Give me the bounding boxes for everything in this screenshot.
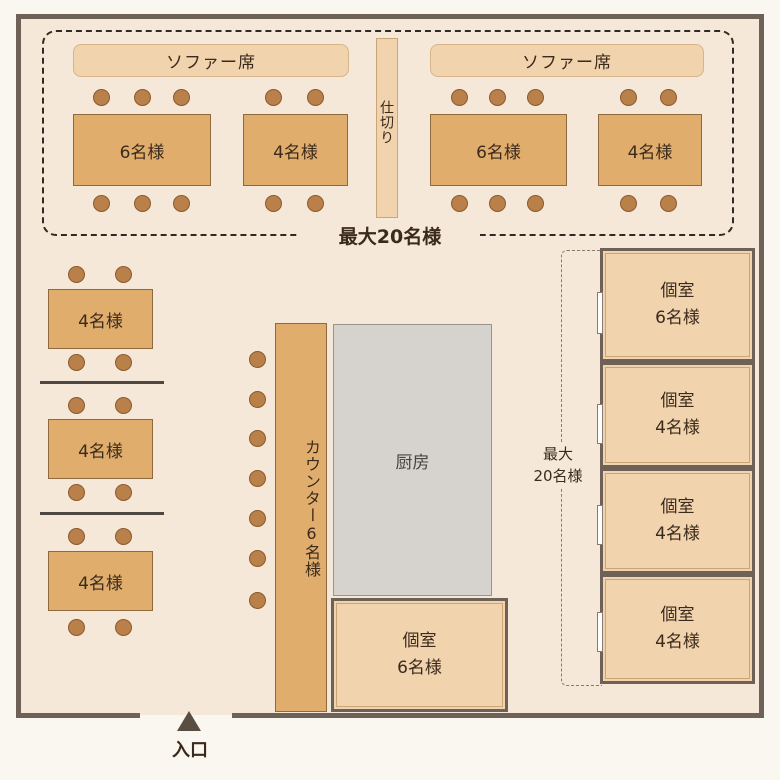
room-door[interactable]: [597, 404, 603, 444]
chair: [307, 89, 324, 106]
left-table-3[interactable]: 4名様: [48, 551, 153, 611]
chair: [68, 397, 85, 414]
chair: [527, 195, 544, 212]
private-zone-capacity-line1: 最大: [542, 445, 573, 463]
chair: [451, 195, 468, 212]
partition: [376, 38, 398, 218]
room-door[interactable]: [597, 292, 603, 334]
chair: [115, 354, 132, 371]
chair: [115, 397, 132, 414]
room-capacity: 4名様: [655, 632, 700, 652]
room-capacity: 4名様: [655, 524, 700, 544]
room-title: 個室: [660, 281, 695, 301]
counter: [275, 323, 327, 712]
chair: [620, 195, 637, 212]
private-zone-capacity: 最大 20名様: [523, 443, 593, 487]
sofa-table-2[interactable]: 4名様: [243, 114, 348, 186]
chair: [307, 195, 324, 212]
chair: [527, 89, 544, 106]
entrance-label: 入口: [172, 740, 208, 761]
sofa-table-3[interactable]: 6名様: [430, 114, 567, 186]
table-divider: [40, 381, 164, 384]
partition-label: 仕切り: [378, 100, 394, 145]
room-title: 個室: [660, 497, 695, 517]
private-room-1[interactable]: 個室 6名様: [600, 248, 755, 362]
room-door[interactable]: [597, 612, 603, 652]
room-capacity: 4名様: [655, 418, 700, 438]
room-title: 個室: [660, 605, 695, 625]
wall-top: [16, 14, 764, 19]
chair: [68, 619, 85, 636]
chair: [620, 89, 637, 106]
chair: [660, 89, 677, 106]
chair: [173, 89, 190, 106]
room-title: 個室: [660, 391, 695, 411]
chair: [134, 195, 151, 212]
sofa-zone-capacity: 最大20名様: [300, 225, 480, 249]
private-zone-capacity-line2: 20名様: [533, 467, 583, 485]
private-room-3[interactable]: 個室 4名様: [600, 468, 755, 574]
private-room-4[interactable]: 個室 4名様: [600, 574, 755, 684]
room-door[interactable]: [597, 505, 603, 545]
sofa-table-4[interactable]: 4名様: [598, 114, 702, 186]
sofa-table-1[interactable]: 6名様: [73, 114, 211, 186]
table-divider: [40, 512, 164, 515]
chair: [68, 484, 85, 501]
counter-label: カウンター6名様: [302, 438, 321, 578]
private-room-2[interactable]: 個室 4名様: [600, 362, 755, 468]
counter-stool: [249, 351, 266, 368]
wall-bottom-right: [232, 713, 764, 718]
wall-bottom-left: [16, 713, 140, 718]
room-title: 個室: [402, 631, 437, 651]
chair: [68, 266, 85, 283]
left-table-1[interactable]: 4名様: [48, 289, 153, 349]
chair: [115, 266, 132, 283]
chair: [68, 528, 85, 545]
chair: [660, 195, 677, 212]
bottom-private-room[interactable]: 個室 6名様: [331, 598, 508, 712]
counter-stool: [249, 470, 266, 487]
counter-stool: [249, 391, 266, 408]
room-capacity: 6名様: [655, 308, 700, 328]
wall-right: [759, 14, 764, 718]
kitchen: 厨房: [333, 324, 492, 596]
kitchen-label: 厨房: [395, 452, 430, 473]
chair: [489, 195, 506, 212]
chair: [93, 195, 110, 212]
counter-stool: [249, 592, 266, 609]
entrance-arrow-icon[interactable]: [176, 710, 202, 732]
left-table-2[interactable]: 4名様: [48, 419, 153, 479]
counter-stool: [249, 510, 266, 527]
chair: [265, 89, 282, 106]
chair: [265, 195, 282, 212]
chair: [93, 89, 110, 106]
chair: [173, 195, 190, 212]
sofa-seat-right: ソファー席: [430, 44, 704, 77]
room-capacity: 6名様: [397, 658, 442, 678]
counter-stool: [249, 430, 266, 447]
sofa-seat-left: ソファー席: [73, 44, 349, 77]
chair: [115, 484, 132, 501]
counter-stool: [249, 550, 266, 567]
chair: [134, 89, 151, 106]
chair: [451, 89, 468, 106]
chair: [115, 619, 132, 636]
chair: [68, 354, 85, 371]
wall-left: [16, 14, 21, 718]
chair: [489, 89, 506, 106]
chair: [115, 528, 132, 545]
